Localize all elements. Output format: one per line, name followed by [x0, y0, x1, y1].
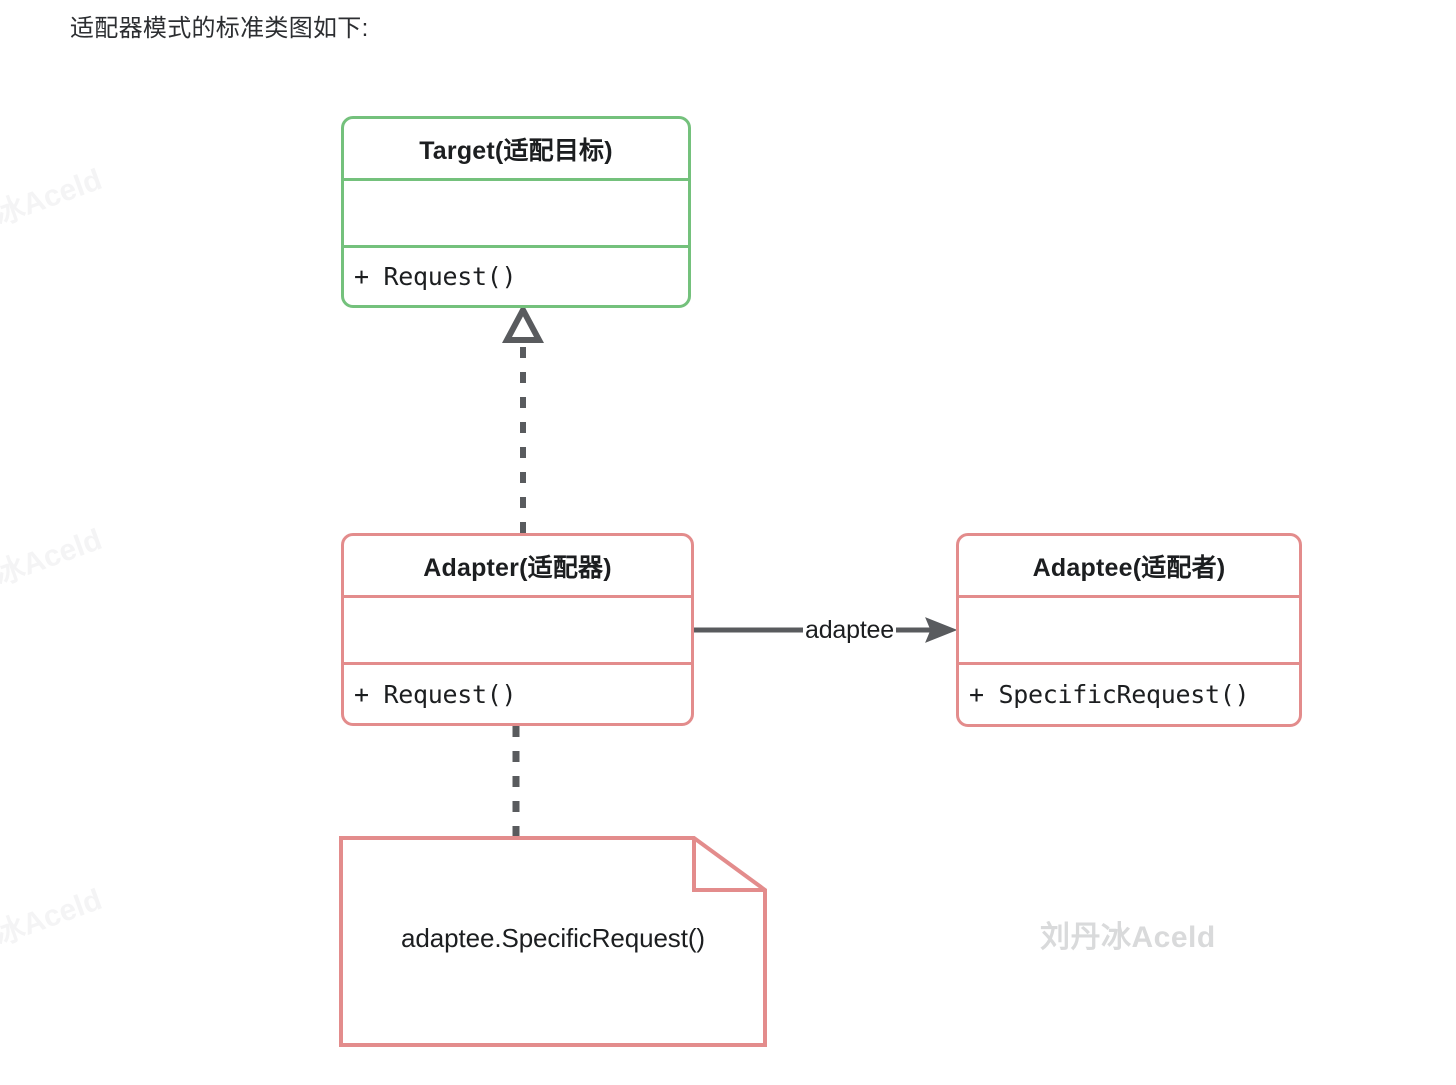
uml-class-adapter[interactable]: Adapter(适配器) + Request()	[341, 533, 694, 726]
uml-class-adaptee-title: Adaptee(适配者)	[1032, 553, 1226, 582]
page-title: 适配器模式的标准类图如下:	[70, 15, 369, 42]
uml-class-target-attributes	[344, 178, 688, 245]
edge-label-adaptee: adaptee	[803, 616, 896, 645]
uml-class-adaptee-attributes	[959, 595, 1299, 662]
uml-class-adaptee[interactable]: Adaptee(适配者) + SpecificRequest()	[956, 533, 1302, 727]
note-shape	[339, 836, 767, 1047]
uml-class-adapter-operation-0: + Request()	[344, 662, 691, 723]
uml-class-adapter-title: Adapter(适配器)	[423, 553, 612, 582]
uml-class-target-operation-0: + Request()	[344, 245, 688, 305]
relation-realization-adapter-to-target	[502, 303, 544, 533]
uml-note-text: adaptee.SpecificRequest()	[401, 923, 705, 953]
watermark-center: 刘丹冰Aceld	[1040, 921, 1216, 954]
uml-note-adapter-body[interactable]: adaptee.SpecificRequest()	[341, 838, 765, 1045]
uml-class-target-title: Target(适配目标)	[419, 136, 613, 165]
uml-class-adapter-attributes	[344, 595, 691, 662]
uml-class-target[interactable]: Target(适配目标) + Request()	[341, 116, 691, 308]
uml-class-adaptee-operation-0: + SpecificRequest()	[959, 662, 1299, 724]
